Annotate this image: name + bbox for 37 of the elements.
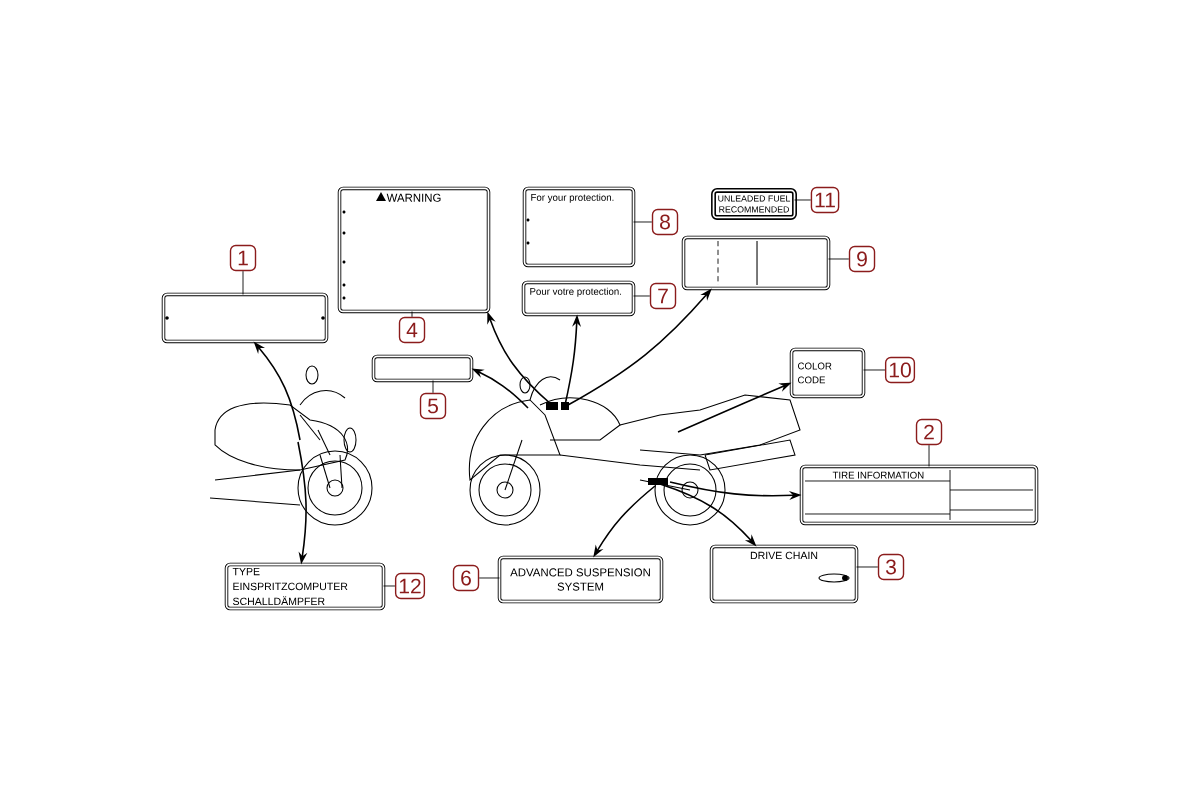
decal-label: ADVANCED SUSPENSION SYSTEM (497, 555, 664, 604)
callout-number: 3 (877, 553, 905, 581)
callout-number: 4 (398, 316, 426, 344)
decal-label: UNLEADED FUEL RECOMMENDED (711, 188, 797, 220)
decal-label (161, 292, 329, 344)
leader-line (863, 369, 886, 371)
callout-number: 5 (419, 392, 447, 420)
leader-line (411, 311, 413, 318)
callout-number: 9 (848, 245, 876, 273)
motorcycle-drawing (209, 365, 373, 526)
callout-number: 8 (651, 208, 679, 236)
leader-line (856, 566, 879, 568)
decal-label: TYPE EINSPRITZCOMPUTER SCHALLDÄMPFER (224, 562, 386, 611)
callout-number: 11 (810, 186, 840, 214)
decal-label: COLOR CODE (789, 347, 866, 399)
decal-label: For your protection. (522, 186, 636, 268)
leader-line (478, 577, 500, 579)
leader-line (383, 585, 396, 587)
leader-line (432, 380, 434, 394)
leader-line (633, 295, 651, 297)
leader-line (242, 270, 244, 295)
callout-number: 10 (884, 356, 916, 384)
decal-label (681, 235, 831, 291)
callout-number: 1 (229, 244, 257, 272)
decal-label: TIRE INFORMATION (799, 464, 1039, 526)
leader-line (928, 444, 930, 467)
callout-number: 6 (452, 564, 480, 592)
callout-number: 7 (649, 282, 677, 310)
leader-line (828, 258, 850, 260)
decal-label: WARNING (337, 186, 491, 314)
callout-number: 2 (915, 418, 943, 446)
decal-label (371, 354, 474, 383)
decal-label: Pour votre protection. (521, 280, 636, 317)
callout-number: 12 (394, 572, 426, 600)
leader-line (794, 199, 812, 201)
leader-line (633, 221, 653, 223)
decal-label: DRIVE CHAIN (709, 544, 859, 604)
